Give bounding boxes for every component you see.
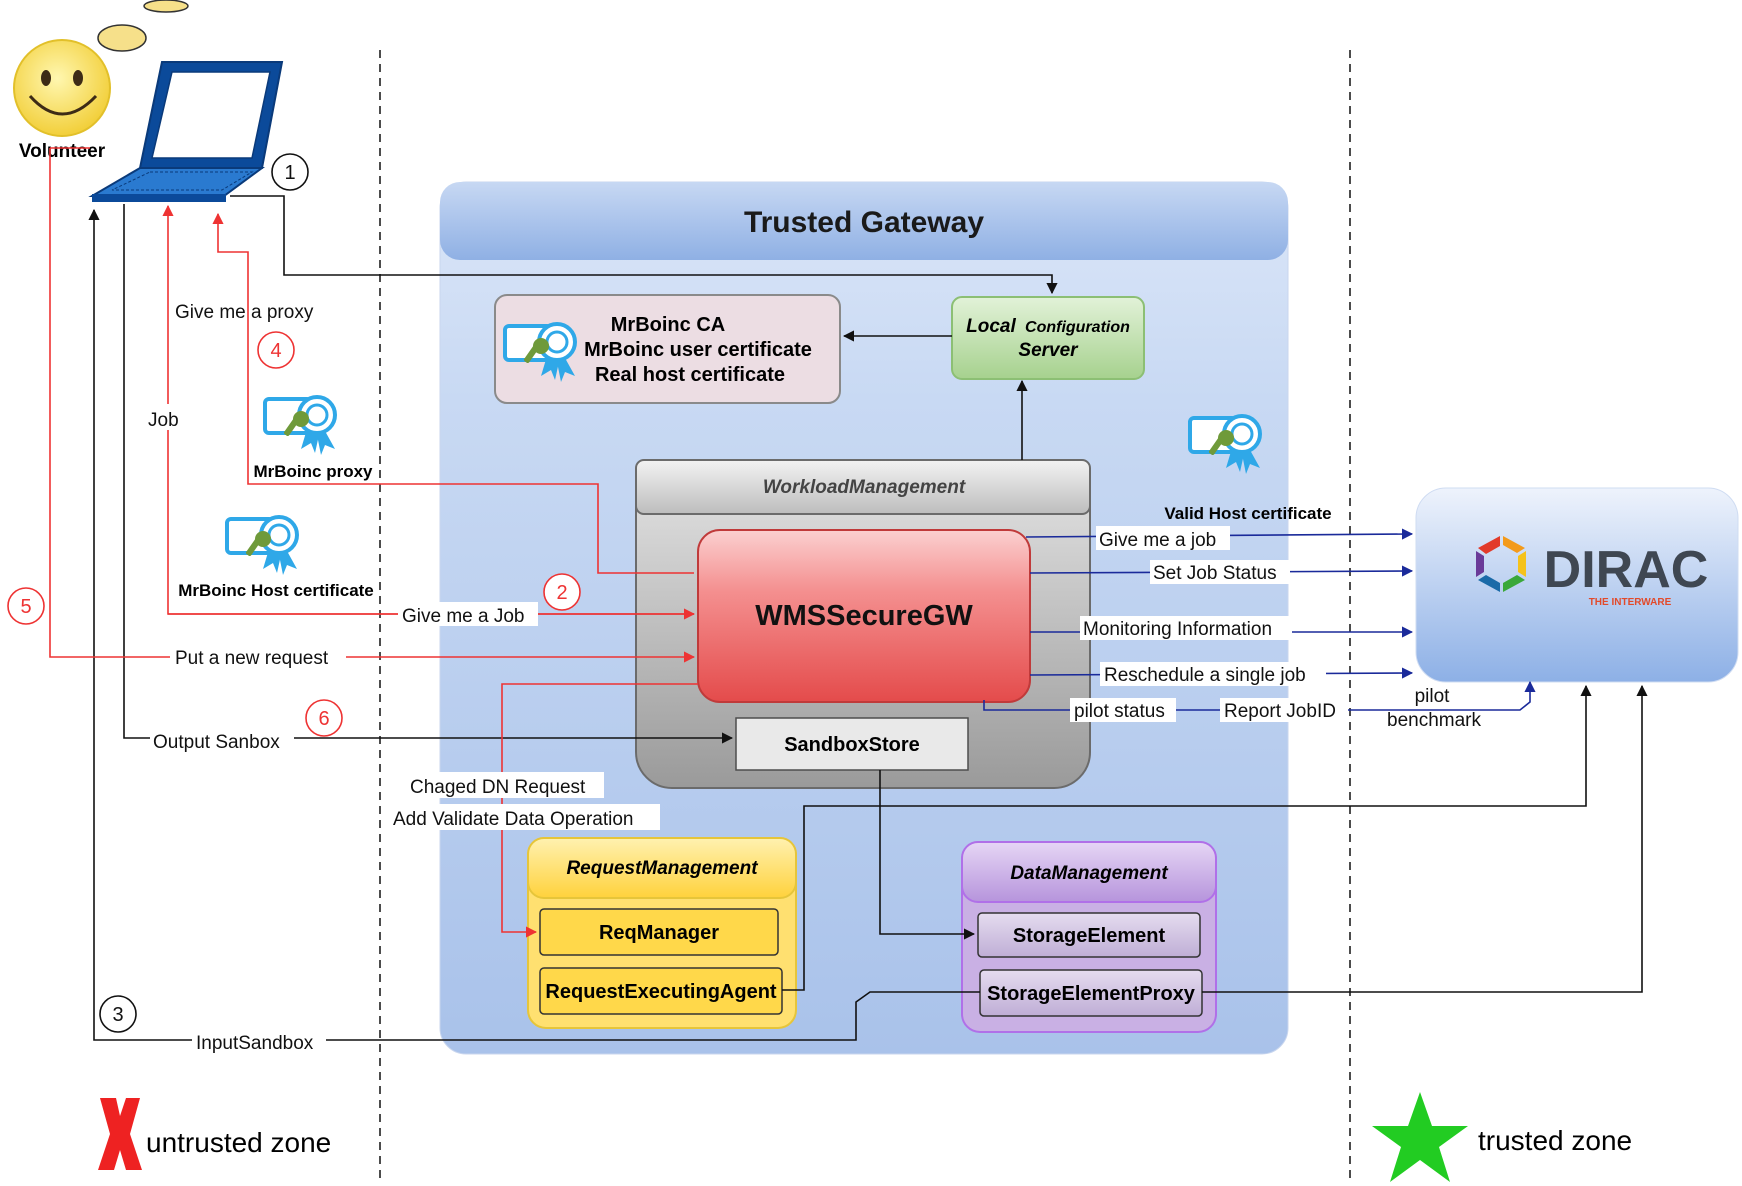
wms-secure-gw[interactable]: WMSSecureGW — [697, 529, 1031, 703]
config-server: Local Configuration Server — [951, 296, 1145, 380]
ca-line1: MrBoinc CA — [611, 314, 725, 336]
gateway-title: Trusted Gateway — [744, 206, 984, 239]
step-4-label: 4 — [270, 340, 281, 362]
label-put-request: Put a new request — [175, 648, 329, 669]
request-header: RequestManagement — [566, 858, 758, 879]
dirac-logo-icon — [1476, 536, 1526, 592]
flow-input-sandbox — [88, 208, 980, 1041]
step-markers: 1 2 3 4 5 6 — [7, 153, 581, 1033]
volunteer: Volunteer — [13, 0, 189, 162]
flow-pilot-report — [983, 680, 1536, 711]
sandbox-store[interactable]: SandboxStore — [735, 717, 969, 771]
config-line1b: Configuration — [1025, 319, 1130, 336]
x-mark-icon — [98, 1098, 142, 1170]
step-1-label: 1 — [284, 162, 295, 184]
ca-line3: Real host certificate — [595, 364, 785, 386]
step-5-marker — [7, 587, 45, 625]
smiley-icon — [13, 39, 111, 137]
req-manager-label: ReqManager — [599, 922, 719, 944]
req-executing-agent-box[interactable] — [539, 967, 783, 1015]
ca-box: MrBoinc CA MrBoinc user certificate Real… — [494, 294, 841, 404]
label-monitoring: Monitoring Information — [1083, 619, 1272, 640]
star-icon — [1372, 1092, 1468, 1182]
laptop-icon — [88, 61, 284, 202]
data-header: DataManagement — [1010, 863, 1168, 884]
step-3-label: 3 — [112, 1004, 123, 1026]
label-job: Job — [148, 410, 179, 431]
label-changed-dn: Chaged DN Request — [410, 777, 586, 798]
trusted-zone-label: trusted zone — [1478, 1125, 1632, 1156]
thought-bubble-small — [143, 0, 189, 13]
step-4-marker — [257, 331, 295, 369]
dirac-name: DIRAC — [1544, 541, 1709, 599]
thought-bubble — [97, 24, 147, 52]
step-3-marker — [99, 995, 137, 1033]
mrboinc-host-cert-icon — [225, 515, 299, 577]
flow-sandbox-to-se — [879, 770, 976, 940]
flow-give-proxy — [212, 212, 694, 574]
wms-label: WMSSecureGW — [755, 600, 973, 632]
trusted-zone-legend: trusted zone — [1372, 1092, 1632, 1182]
label-pilot-benchmark-2: benchmark — [1387, 710, 1481, 731]
flow-labels: Give me a proxy Job Give me a Job Put a … — [142, 302, 1481, 1054]
request-management: RequestManagement ReqManager RequestExec… — [527, 837, 797, 1029]
label-validate-data: Add Validate Data Operation — [393, 809, 633, 830]
mrboinc-host-label: MrBoinc Host certificate — [178, 581, 374, 600]
label-input-sandbox: InputSandbox — [196, 1033, 314, 1054]
valid-host-label: Valid Host certificate — [1164, 504, 1331, 523]
volunteer-label: Volunteer — [19, 141, 106, 162]
data-management: DataManagement StorageElement StorageEle… — [961, 841, 1217, 1033]
sandbox-label: SandboxStore — [784, 734, 920, 756]
storage-element-label: StorageElement — [1013, 925, 1166, 947]
label-pilot-status: pilot status — [1074, 701, 1165, 722]
label-give-proxy: Give me a proxy — [175, 302, 314, 323]
mrboinc-proxy-label: MrBoinc proxy — [253, 462, 373, 481]
flow-output-sandbox — [123, 204, 734, 744]
flow-put-request — [49, 148, 696, 663]
mrboinc-proxy-cert-icon — [263, 395, 337, 457]
dirac-server: DIRAC THE INTERWARE — [1415, 487, 1739, 683]
storage-element-proxy-label: StorageElementProxy — [987, 983, 1196, 1005]
storage-element-proxy-box[interactable] — [979, 969, 1203, 1017]
flow-seproxy-to-dirac — [1202, 684, 1648, 993]
step-6-marker — [305, 699, 343, 737]
svg-text:Local Configuration: Local Configuration — [966, 316, 1130, 337]
black-flows — [88, 195, 1648, 1041]
step-2-marker — [543, 573, 581, 611]
label-set-status: Set Job Status — [1153, 563, 1277, 584]
label-report-jobid: Report JobID — [1224, 701, 1336, 722]
ca-line2: MrBoinc user certificate — [584, 339, 812, 361]
config-line1a: Local — [966, 316, 1016, 337]
flow-rea-to-dirac — [782, 684, 1592, 991]
step-1-marker — [271, 153, 309, 191]
step-6-label: 6 — [318, 708, 329, 730]
config-line2: Server — [1018, 340, 1079, 361]
flow-config — [230, 195, 1058, 295]
dirac-tagline: THE INTERWARE — [1589, 597, 1672, 608]
label-output-sandbox: Output Sanbox — [153, 732, 280, 753]
untrusted-zone-legend: untrusted zone — [98, 1098, 331, 1170]
untrusted-zone-label: untrusted zone — [146, 1127, 331, 1158]
step-5-label: 5 — [20, 596, 31, 618]
workload-header: WorkloadManagement — [763, 477, 966, 498]
label-give-job-right: Give me a job — [1099, 530, 1216, 551]
label-give-job-left: Give me a Job — [402, 606, 525, 627]
storage-element-box[interactable] — [977, 912, 1201, 958]
req-executing-agent-label: RequestExecutingAgent — [545, 981, 776, 1003]
label-reschedule: Reschedule a single job — [1104, 665, 1306, 686]
step-2-label: 2 — [556, 582, 567, 604]
req-manager-box[interactable] — [539, 908, 779, 956]
label-pilot-benchmark-1: pilot — [1415, 686, 1451, 707]
